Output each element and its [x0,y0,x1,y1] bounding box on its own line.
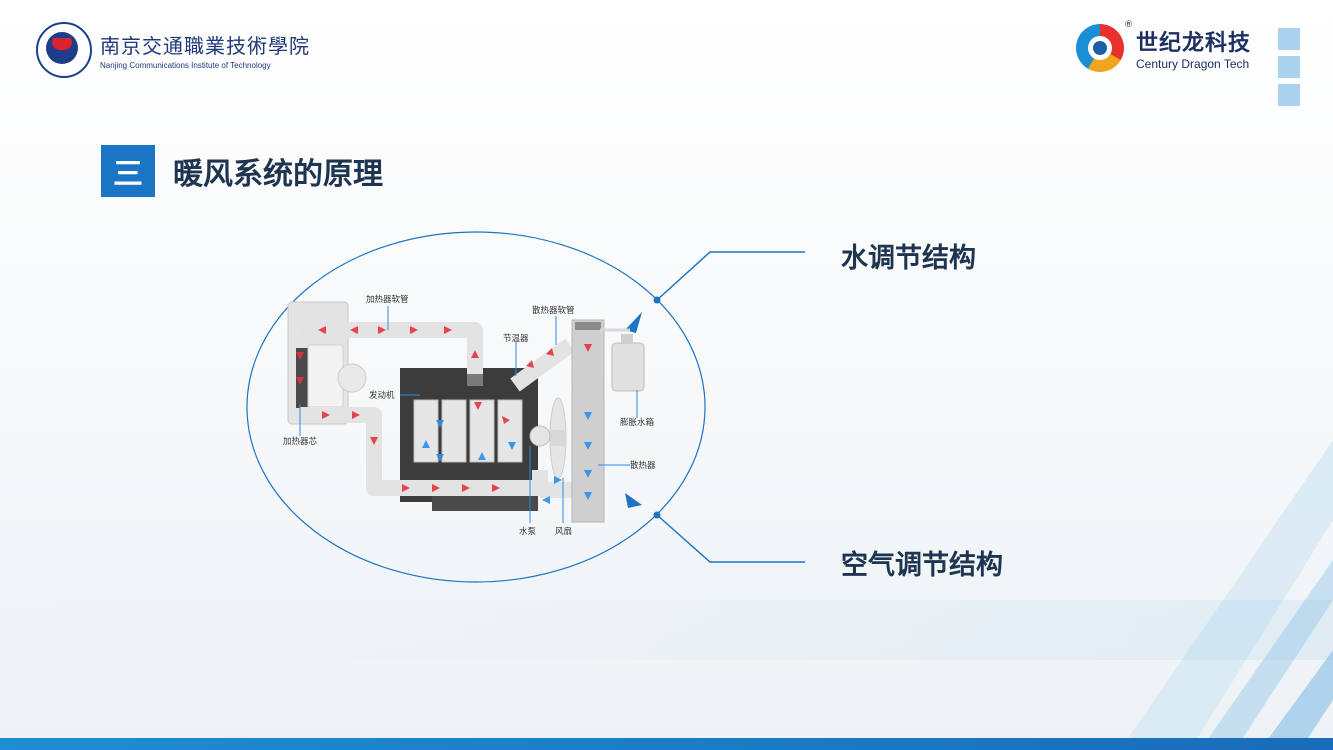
cylinder-1 [413,399,439,463]
label-engine: 发动机 [369,390,395,401]
callout-dot-water [653,296,661,304]
triangle-marker-top [625,312,642,333]
brand-logo: ® 世纪龙科技 Century Dragon Tech [1076,20,1252,72]
label-radiator-hose: 散热器软管 [532,305,575,316]
cylinder-3 [469,399,495,463]
label-radiator: 散热器 [630,460,656,471]
label-water-pump: 水泵 [519,526,537,537]
school-logo: 南京交通職業技術學院 Nanjing Communications Instit… [36,22,310,78]
bottom-bar [0,738,1333,750]
section-title: 三 暖风系统的原理 [101,145,383,197]
heater-hose-pipe [300,322,483,378]
label-heater-hose: 加热器软管 [366,294,409,305]
cold-flow-arrows [422,412,592,504]
cylinder-4 [497,399,523,463]
school-seal-icon [36,22,92,78]
radiator-hose-pipe [510,338,575,392]
diagram-ellipse [246,231,706,583]
label-heater-core: 加热器芯 [283,436,318,447]
decorative-squares [1278,28,1300,112]
school-name-cn: 南京交通職業技術學院 [100,34,310,58]
label-fan: 风扇 [555,526,572,537]
registered-mark: ® [1124,20,1133,30]
section-number-badge: 三 [101,145,155,197]
water-pump [529,425,551,447]
dragon-logo-icon: ® [1076,20,1133,72]
brand-name-cn: 世纪龙科技 [1136,31,1252,56]
thermostat [467,374,483,386]
triangle-marker-bottom [625,493,642,508]
school-name-en: Nanjing Communications Institute of Tech… [100,61,271,70]
callout-line-air [656,514,805,563]
hot-flow-arrows [296,326,592,492]
callout-water-structure: 水调节结构 [841,243,976,274]
callout-line-water [656,251,805,301]
callout-air-structure: 空气调节结构 [841,550,1003,581]
expansion-tank [611,342,645,392]
radiator [571,319,605,523]
callout-dot-air [653,511,661,519]
cylinder-2 [441,399,467,463]
brand-name-en: Century Dragon Tech [1136,57,1250,71]
label-expansion-tank: 膨胀水箱 [620,417,655,428]
page-title: 暖风系统的原理 [173,157,383,192]
label-thermostat: 节温器 [503,333,529,344]
